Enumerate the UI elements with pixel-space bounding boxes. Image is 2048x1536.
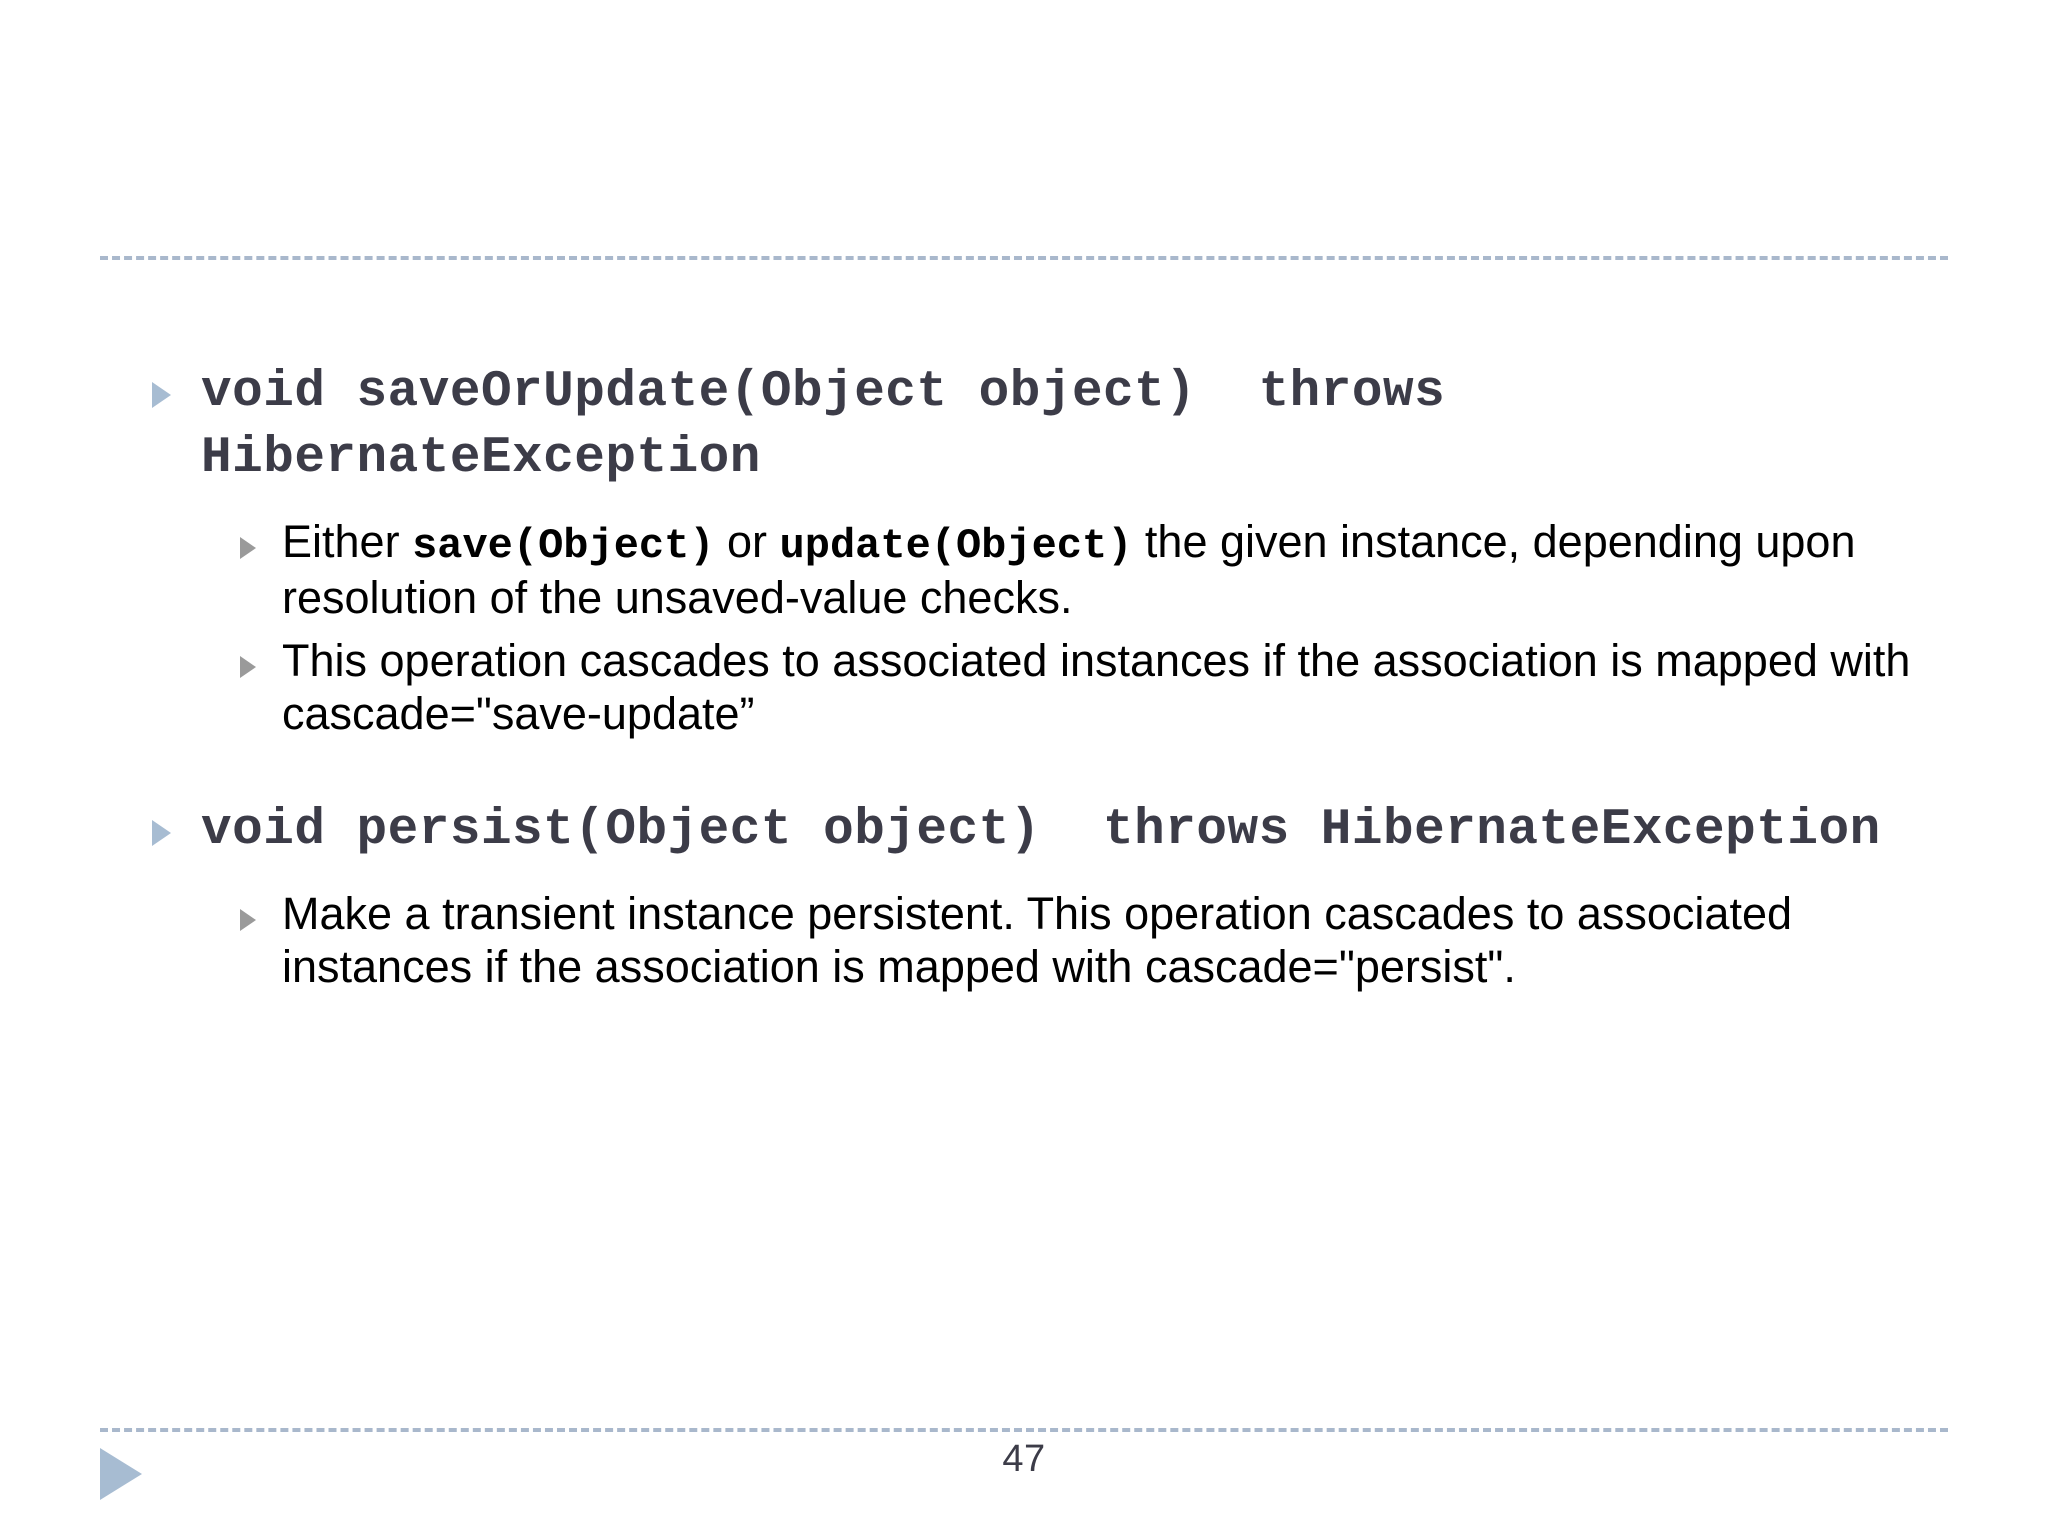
bullet-level2: Either save(Object) or update(Object) th… [0,515,2048,625]
inline-text: This operation cascades to associated in… [282,635,1923,740]
triangle-bullet-icon [152,382,171,408]
inline-code: save(Object) [412,521,715,570]
inline-text: or [714,515,780,567]
page-number: 47 [1002,1438,1046,1480]
triangle-subbullet-icon [240,536,256,559]
bullet-level2: Make a transient instance persistent. Th… [0,887,2048,993]
content-block: void saveOrUpdate(Object object) throws … [0,360,2048,740]
slide-content: void saveOrUpdate(Object object) throws … [0,360,2048,993]
triangle-subbullet-icon [240,908,256,931]
inline-text: the given instance, depending upon resol… [282,515,1868,624]
bottom-divider-rule [100,1428,1948,1432]
method-signature: void saveOrUpdate(Object object) throws … [201,364,1477,488]
bullet-level1: void saveOrUpdate(Object object) throws … [0,360,2048,493]
inline-text: Make a transient instance persistent. Th… [282,887,1805,992]
method-signature: void persist(Object object) throws Hiber… [201,802,1881,860]
content-block: void persist(Object object) throws Hiber… [0,798,2048,992]
detail-text: Either save(Object) or update(Object) th… [282,515,1976,625]
detail-text: Make a transient instance persistent. Th… [282,887,1976,993]
sub-bullet-list: Make a transient instance persistent. Th… [0,887,2048,993]
footer-triangle-icon [100,1448,142,1500]
bullet-level2: This operation cascades to associated in… [0,634,2048,740]
bullet-level1: void persist(Object object) throws Hiber… [0,798,2048,864]
inline-text: Either [282,515,413,567]
top-divider-rule [100,256,1948,260]
triangle-subbullet-icon [240,656,256,679]
detail-text: This operation cascades to associated in… [282,634,1976,740]
inline-code: update(Object) [779,521,1133,570]
triangle-bullet-icon [152,820,171,847]
sub-bullet-list: Either save(Object) or update(Object) th… [0,515,2048,741]
